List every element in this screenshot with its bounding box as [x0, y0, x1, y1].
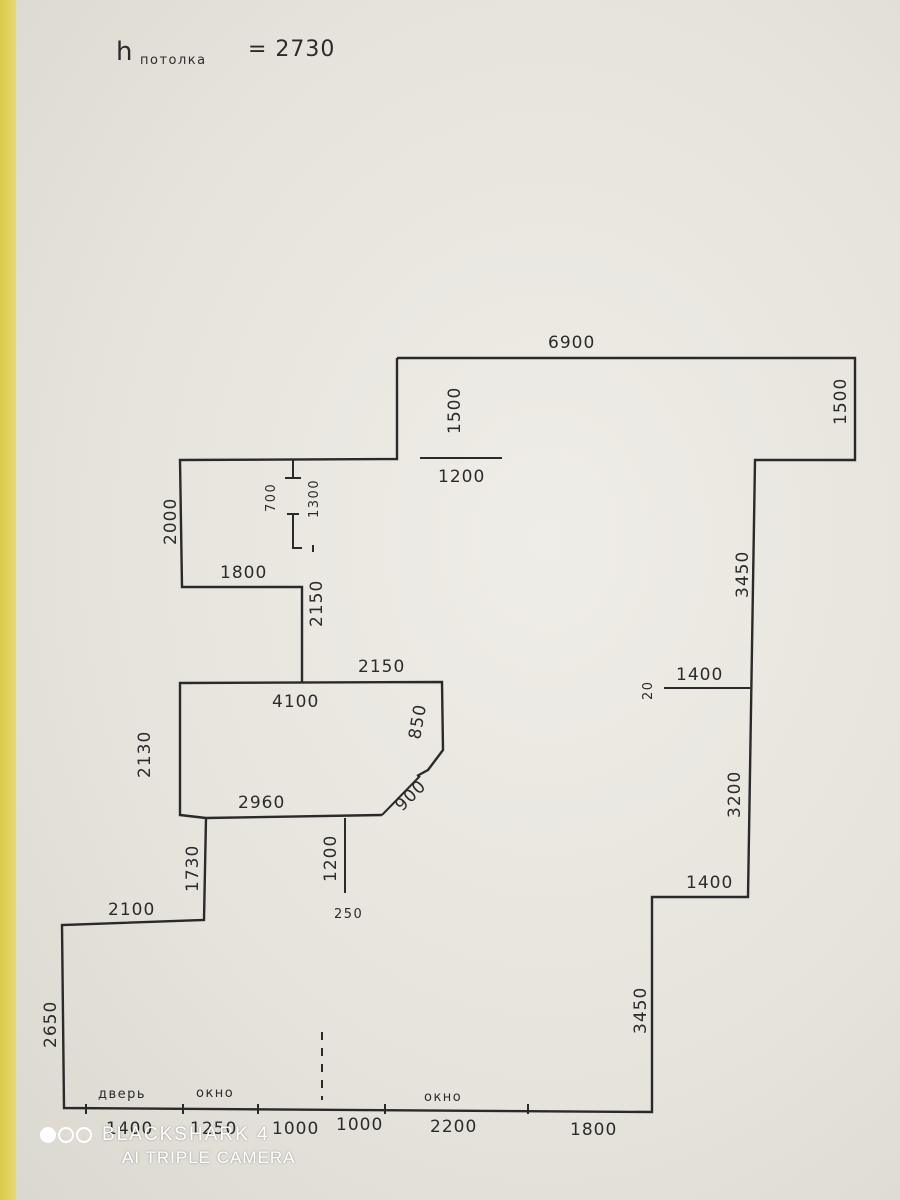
dim-top-6900: 6900	[548, 333, 595, 353]
dim-2960: 2960	[238, 793, 285, 813]
label-window-2: окно	[424, 1090, 462, 1105]
watermark-line-2: AI TRIPLE CAMERA	[122, 1148, 296, 1167]
dim-2100: 2100	[108, 900, 155, 920]
dim-3450-lower: 3450	[631, 987, 651, 1034]
dim-1730: 1730	[183, 845, 203, 892]
dim-1300: 1300	[307, 479, 322, 518]
dim-1200-vertical: 1200	[321, 835, 341, 882]
dim-2150-horizontal: 2150	[358, 657, 405, 677]
dim-1400-low: 1400	[686, 873, 733, 893]
label-window-1: окно	[196, 1086, 234, 1101]
dim-1800: 1800	[220, 563, 267, 583]
dim-right-1500: 1500	[831, 378, 851, 425]
ceiling-symbol: h	[116, 37, 134, 67]
dim-inner-1200: 1200	[438, 467, 485, 487]
ceiling-subscript: потолка	[140, 53, 207, 68]
dim-700: 700	[264, 483, 279, 512]
camera-watermark: BLACKSHARK 4 AI TRIPLE CAMERA	[40, 1124, 295, 1168]
dim-20: 20	[641, 680, 656, 700]
dim-850: 850	[405, 702, 431, 740]
dim-250: 250	[334, 907, 363, 922]
dim-left-2130: 2130	[135, 731, 155, 778]
dim-right-3450-upper: 3450	[733, 551, 753, 598]
dim-right-3200: 3200	[725, 771, 745, 818]
room-outline	[60, 356, 857, 1114]
dim-inner-1500: 1500	[445, 387, 465, 434]
watermark-line-1: BLACKSHARK 4	[102, 1124, 270, 1145]
dim-900: 900	[391, 776, 430, 815]
dim-bottom-1250: 1250	[190, 1119, 237, 1139]
watermark-dots-icon	[40, 1127, 92, 1143]
label-door: дверь	[98, 1087, 146, 1102]
dim-bottom-1400: 1400	[106, 1119, 153, 1139]
dim-bottom-1000-b: 1000	[336, 1115, 383, 1135]
dim-1400-mid: 1400	[676, 665, 723, 685]
dim-left-2650: 2650	[41, 1001, 61, 1048]
partition-700-1300	[285, 460, 314, 552]
yellow-desk-edge	[0, 0, 16, 1200]
bottom-ticks	[85, 1104, 529, 1114]
dim-bottom-1800: 1800	[570, 1120, 617, 1140]
dim-left-2000: 2000	[161, 498, 181, 545]
ceiling-value: = 2730	[248, 37, 335, 62]
dim-2150-vertical: 2150	[307, 580, 327, 627]
dim-bottom-1000-a: 1000	[272, 1119, 319, 1139]
dim-4100: 4100	[272, 692, 319, 712]
dim-bottom-2200: 2200	[430, 1117, 477, 1137]
diagonal-wall-900	[381, 775, 421, 816]
